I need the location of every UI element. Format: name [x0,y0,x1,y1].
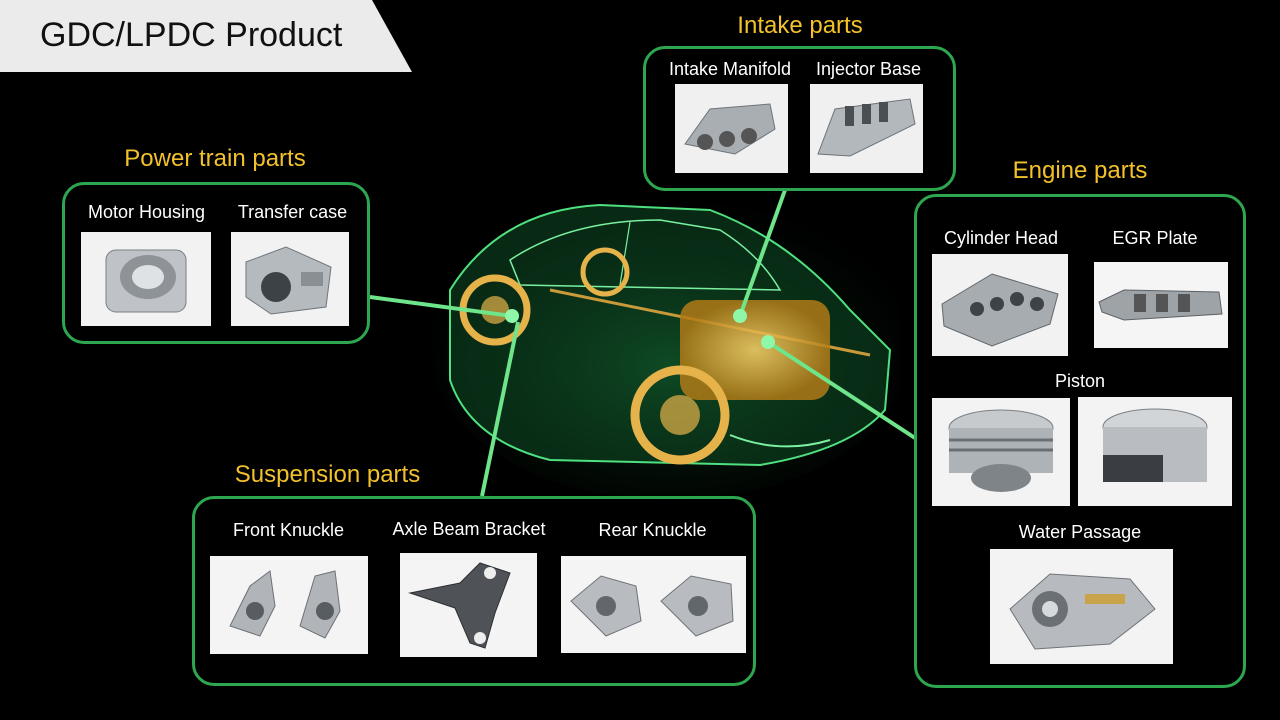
piston-image-2 [1078,397,1232,506]
axle-beam-bracket-image [400,553,537,657]
egr-plate-label: EGR Plate [1112,228,1198,248]
front-knuckle-image [210,556,368,654]
intake-manifold-image [675,84,788,173]
engine-parts-box [914,194,1246,688]
motor-housing-image [81,232,211,326]
cylinder-head-label: Cylinder Head [943,228,1059,248]
intake-parts-box [643,46,956,191]
transfer-case-image [231,232,349,326]
injector-base-label: Injector Base [815,59,922,79]
water-passage-label: Water Passage [1018,522,1142,542]
title-banner: GDC/LPDC Product [0,0,412,72]
suspension-parts-label: Suspension parts [234,461,421,488]
rear-knuckle-image [561,556,746,653]
injector-base-image [810,84,923,173]
car-xray-illustration [430,200,900,500]
cylinder-head-image [932,254,1068,356]
axle-beam-bracket-label: Axle Beam Bracket [392,519,546,539]
piston-label: Piston [1054,371,1106,391]
intake-parts-label: Intake parts [737,12,863,39]
engine-parts-label: Engine parts [1012,157,1148,184]
powertrain-parts-box [62,182,370,344]
page-title: GDC/LPDC Product [40,16,343,54]
rear-knuckle-label: Rear Knuckle [598,520,707,540]
suspension-parts-box [192,496,756,686]
powertrain-parts-label: Power train parts [124,145,306,172]
water-passage-image [990,549,1173,664]
front-knuckle-label: Front Knuckle [232,520,345,540]
piston-image-1 [932,398,1070,506]
intake-manifold-label: Intake Manifold [668,59,792,79]
egr-plate-image [1094,262,1228,348]
motor-housing-label: Motor Housing [87,202,206,222]
transfer-case-label: Transfer case [237,202,348,222]
